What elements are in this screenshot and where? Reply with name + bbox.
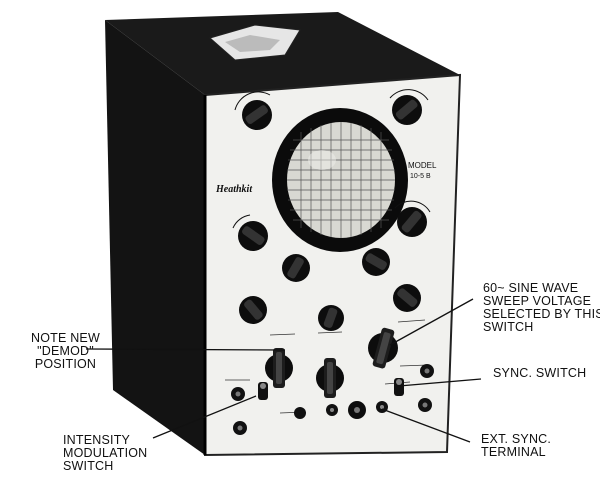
knob-intensity[interactable] [232, 214, 268, 251]
vertical-gain-switch[interactable] [265, 348, 293, 388]
callout-ext-sync-line-1: EXT. SYNC. [481, 432, 552, 446]
callout-sweep-line-2: SWEEP VOLTAGE [483, 294, 592, 308]
callout-demod-line-1: NOTE NEW [31, 331, 100, 345]
leader-intensity [152, 395, 257, 439]
callout-intensity-line-3: SWITCH [63, 459, 114, 473]
jack-bottom-center-1[interactable] [326, 404, 338, 416]
crt-glare [308, 150, 336, 170]
callout-leaders [85, 298, 482, 443]
knob-horizontal-position[interactable] [393, 284, 421, 312]
callout-intensity-modulation: INTENSITY MODULATION SWITCH [63, 434, 147, 473]
callout-sync-line-1: SYNC. SWITCH [493, 366, 587, 380]
knob-vertical-position[interactable] [239, 296, 267, 324]
cabinet-side [105, 20, 205, 455]
knob-center[interactable] [318, 305, 344, 331]
toggle-intensity-modulation[interactable] [258, 382, 268, 400]
callout-sweep-line-3: SELECTED BY THIS [483, 307, 600, 321]
leader-demod [85, 348, 286, 351]
leader-sweep [389, 298, 474, 346]
model-number: 10-5 B [410, 173, 431, 180]
leader-sync [398, 378, 482, 387]
brand-logo: Heathkit [215, 184, 253, 195]
callout-demod-line-2: "DEMOD" [37, 344, 94, 358]
callout-ext-sync: EXT. SYNC. TERMINAL [481, 433, 551, 459]
knob-focus[interactable] [394, 200, 431, 237]
carry-handle-shadow [225, 35, 280, 52]
jack-right-upper[interactable] [420, 364, 434, 378]
jack-left-upper[interactable] [231, 387, 245, 401]
callout-demod-line-3: POSITION [34, 357, 97, 371]
knob-sweep-vernier[interactable] [362, 248, 390, 276]
knob-top-left[interactable] [234, 91, 272, 130]
knob-phasing[interactable] [282, 254, 310, 282]
jack-bottom-center-2[interactable] [348, 401, 366, 419]
jack-right-lower[interactable] [418, 398, 432, 412]
sync-toggle-switch[interactable] [394, 378, 404, 396]
model-label: MODEL [408, 161, 437, 170]
callout-sweep-line-4: SWITCH [483, 320, 534, 334]
callout-ext-sync-line-2: TERMINAL [481, 445, 546, 459]
jack-ext-upper[interactable] [294, 407, 306, 419]
callout-intensity-line-1: INTENSITY [63, 433, 131, 447]
crt-graticule [287, 122, 395, 238]
callout-sweep-line-1: 60~ SINE WAVE [483, 281, 579, 295]
leader-ext-sync [381, 408, 471, 443]
callout-sync-switch: SYNC. SWITCH [493, 367, 586, 380]
callout-demod: NOTE NEW "DEMOD" POSITION [31, 332, 100, 371]
sweep-range-switch[interactable] [316, 358, 344, 398]
jack-left-lower[interactable] [233, 421, 247, 435]
callout-intensity-line-2: MODULATION [63, 446, 148, 460]
callout-sweep: 60~ SINE WAVE SWEEP VOLTAGE SELECTED BY … [483, 282, 600, 334]
knob-top-right[interactable] [389, 89, 429, 125]
horizontal-selector-switch[interactable] [368, 327, 398, 369]
